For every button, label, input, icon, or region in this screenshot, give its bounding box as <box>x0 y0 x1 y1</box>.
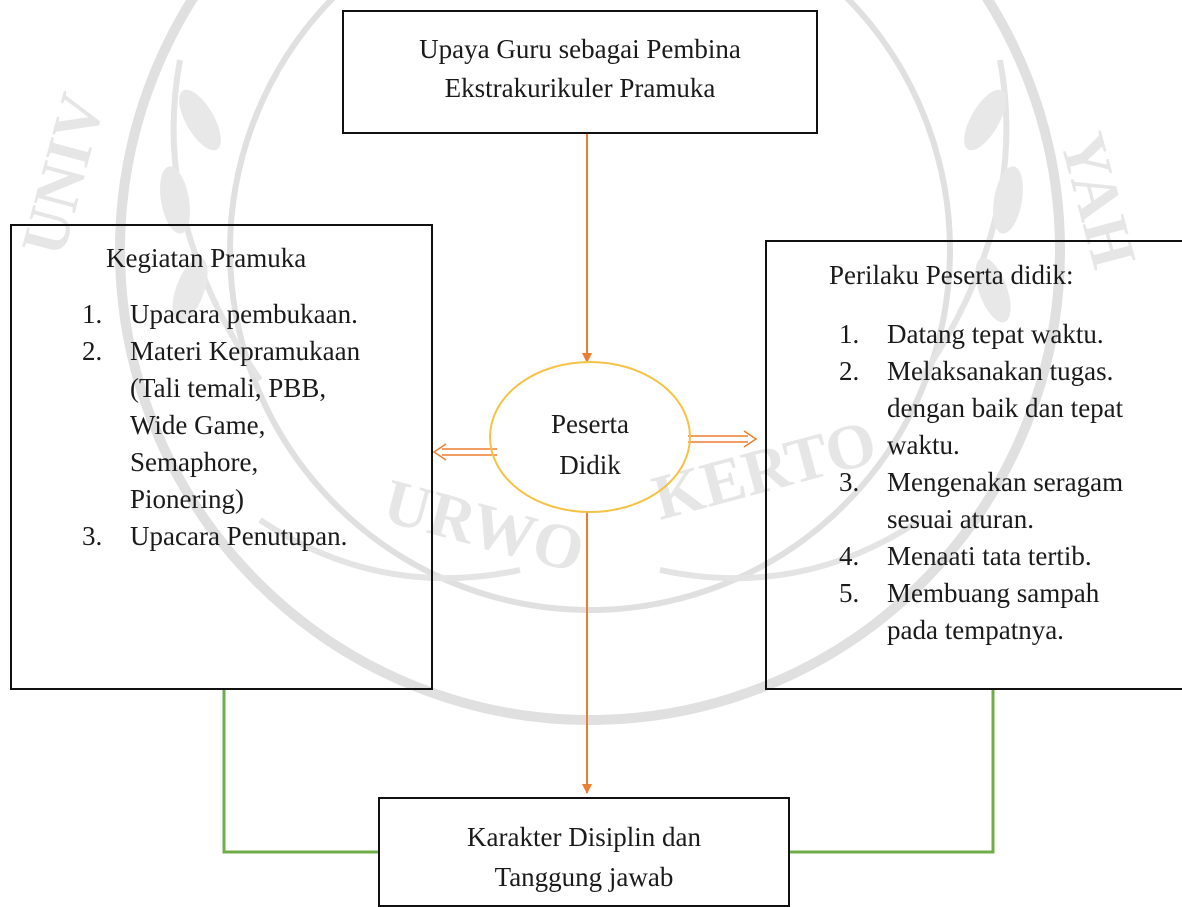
list-item-text: Upacara pembukaan. <box>130 299 358 329</box>
list-item: 1. Datang tepat waktu. <box>839 316 1179 353</box>
list-item-text: Materi Kepramukaan <box>130 336 361 366</box>
list-item: 4. Menaati tata tertib. <box>839 538 1179 575</box>
list-item: 2. Melaksanakan tugas. dengan baik dan t… <box>839 353 1179 464</box>
list-item-number: 1. <box>839 319 860 349</box>
center-ellipse <box>489 361 691 513</box>
list-item: 2. Materi Kepramukaan (Tali temali, PBB,… <box>82 333 422 518</box>
list-item: 1. Upacara pembukaan. <box>82 296 422 333</box>
list-item-number: 2. <box>839 356 860 386</box>
list-item-text: Mengenakan seragam <box>887 467 1124 497</box>
bottom-box-karakter: Karakter Disiplin dan Tanggung jawab <box>378 797 790 907</box>
list-item-text: sesuai aturan. <box>887 504 1034 534</box>
list-item-text: Wide Game, <box>130 410 266 440</box>
center-label-line-1: Peserta <box>551 409 629 439</box>
list-item-text: dengan baik dan tepat <box>887 393 1124 423</box>
right-box-heading: Perilaku Peserta didik: <box>829 260 1074 290</box>
left-box-heading: Kegiatan Pramuka <box>106 243 307 273</box>
left-box-kegiatan-pramuka: Kegiatan Pramuka 1. Upacara pembukaan. 2… <box>10 224 433 690</box>
list-item-text: Semaphore, <box>130 447 259 477</box>
list-item-text: Melaksanakan tugas. <box>887 356 1114 386</box>
list-item-number: 5. <box>839 578 860 608</box>
list-item-text: Pionering) <box>130 484 244 514</box>
list-item-text: waktu. <box>887 430 960 460</box>
list-item-text: Membuang sampah <box>887 578 1100 608</box>
list-item-number: 3. <box>82 521 103 551</box>
list-item: 3. Mengenakan seragam sesuai aturan. <box>839 464 1179 538</box>
list-item-text: Menaati tata tertib. <box>887 541 1092 571</box>
list-item-number: 3. <box>839 467 860 497</box>
top-box-line-1: Upaya Guru sebagai Pembina <box>419 34 741 64</box>
top-box-line-2: Ekstrakurikuler Pramuka <box>444 73 716 103</box>
right-box-list: 1. Datang tepat waktu. 2. Melaksanakan t… <box>839 316 1179 649</box>
connector-right-to-bottom <box>790 690 995 854</box>
right-box-perilaku-peserta-didik: Perilaku Peserta didik: 1. Datang tepat … <box>765 240 1182 690</box>
list-item-number: 2. <box>82 336 103 366</box>
left-box-list: 1. Upacara pembukaan. 2. Materi Kepramuk… <box>82 296 422 555</box>
top-box-upaya-guru: Upaya Guru sebagai Pembina Ekstrakurikul… <box>342 10 818 134</box>
center-label-line-2: Didik <box>559 450 621 480</box>
list-item-text: Upacara Penutupan. <box>130 521 348 551</box>
connector-left-to-bottom <box>222 690 378 854</box>
list-item: 5. Membuang sampah pada tempatnya. <box>839 575 1179 649</box>
list-item-text: (Tali temali, PBB, <box>130 373 327 403</box>
bottom-box-line-2: Tanggung jawab <box>494 862 674 892</box>
double-arrow-left <box>432 443 497 461</box>
double-arrow-right <box>688 430 758 448</box>
list-item-number: 4. <box>839 541 860 571</box>
center-label-peserta-didik: Peserta Didik <box>492 404 688 486</box>
list-item: 3. Upacara Penutupan. <box>82 518 422 555</box>
bottom-box-line-1: Karakter Disiplin dan <box>467 822 701 852</box>
list-item-number: 1. <box>82 299 103 329</box>
list-item-text: Datang tepat waktu. <box>887 319 1104 349</box>
list-item-text: pada tempatnya. <box>887 615 1064 645</box>
